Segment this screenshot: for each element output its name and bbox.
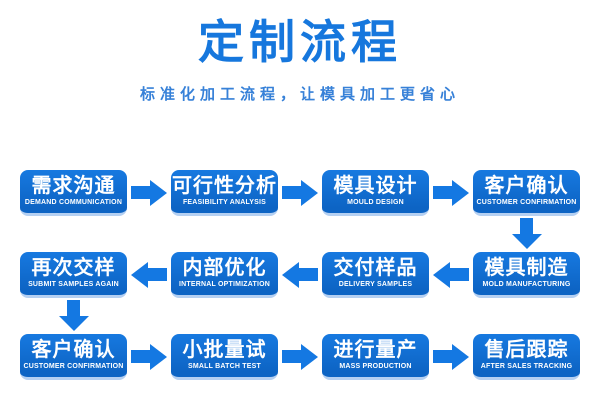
arrow-left-icon — [131, 261, 167, 288]
flow-step-demand-communication: 需求沟通 DEMAND COMMUNICATION — [20, 169, 127, 216]
arrow-down-icon — [58, 300, 89, 332]
flow-step-title: 客户确认 — [31, 339, 116, 362]
flow-step-title: 可行性分析 — [172, 175, 277, 198]
flow-step-caption: FEASIBILITY ANALYSIS — [182, 199, 267, 207]
flow-step-title: 模具制造 — [484, 257, 569, 280]
flow-step-caption: DELIVERY SAMPLES — [338, 281, 413, 289]
arrow-left-icon — [282, 261, 318, 288]
flow-step-title: 需求沟通 — [31, 175, 116, 198]
flow-step-title: 模具设计 — [333, 175, 418, 198]
flow-step-mould-design: 模具设计 MOULD DESIGN — [322, 169, 429, 216]
flow-step-title: 进行量产 — [333, 339, 418, 362]
flow-step-title: 交付样品 — [333, 257, 418, 280]
arrow-left-icon — [433, 261, 469, 288]
flow-step-internal-optimization: 内部优化 INTERNAL OPTIMIZATION — [171, 251, 278, 298]
flow-step-customer-confirmation-2: 客户确认 CUSTOMER CONFIRMATION — [20, 333, 127, 380]
flow-row-2: 再次交样 SUBMIT SAMPLES AGAIN 内部优化 INTERNAL … — [0, 251, 600, 298]
flow-step-caption: SMALL BATCH TEST — [188, 363, 261, 371]
flow-step-caption: AFTER SALES TRACKING — [480, 363, 573, 371]
arrow-right-icon — [433, 343, 469, 370]
flow-step-title: 客户确认 — [484, 175, 569, 198]
arrow-right-icon — [131, 343, 167, 370]
arrow-right-icon — [282, 343, 318, 370]
flow-step-caption: SUBMIT SAMPLES AGAIN — [28, 281, 119, 289]
flow-step-customer-confirmation-1: 客户确认 CUSTOMER CONFIRMATION — [473, 169, 580, 216]
flow-step-title: 售后跟踪 — [484, 339, 569, 362]
arrow-right-icon — [282, 179, 318, 206]
flow-step-caption: INTERNAL OPTIMIZATION — [178, 281, 271, 289]
connector-row-2 — [0, 298, 600, 334]
flow-step-title: 再次交样 — [31, 257, 116, 280]
flowchart: 需求沟通 DEMAND COMMUNICATION 可行性分析 FEASIBIL… — [0, 169, 600, 380]
arrow-right-icon — [433, 179, 469, 206]
arrow-right-icon — [131, 179, 167, 206]
page-title: 定制流程 — [198, 16, 402, 68]
page-subtitle: 标准化加工流程，让模具加工更省心 — [139, 85, 460, 103]
flow-step-small-batch-test: 小批量试 SMALL BATCH TEST — [171, 333, 278, 380]
flow-step-caption: MOULD DESIGN — [347, 199, 404, 207]
flow-step-after-sales-tracking: 售后跟踪 AFTER SALES TRACKING — [473, 333, 580, 380]
flow-step-submit-samples-again: 再次交样 SUBMIT SAMPLES AGAIN — [20, 251, 127, 298]
arrow-down-icon — [511, 218, 542, 250]
flow-step-title: 内部优化 — [182, 257, 267, 280]
flow-step-caption: CUSTOMER CONFIRMATION — [476, 199, 577, 207]
flow-row-1: 需求沟通 DEMAND COMMUNICATION 可行性分析 FEASIBIL… — [0, 169, 600, 216]
flow-step-mass-production: 进行量产 MASS PRODUCTION — [322, 333, 429, 380]
flow-step-caption: MOLD MANUFACTURING — [482, 281, 571, 289]
flow-step-caption: MASS PRODUCTION — [339, 363, 412, 371]
flow-step-mold-manufacturing: 模具制造 MOLD MANUFACTURING — [473, 251, 580, 298]
flow-step-caption: CUSTOMER CONFIRMATION — [23, 363, 124, 371]
connector-row-1 — [0, 216, 600, 252]
flow-step-title: 小批量试 — [182, 339, 267, 362]
flow-step-caption: DEMAND COMMUNICATION — [24, 199, 123, 207]
flow-step-feasibility-analysis: 可行性分析 FEASIBILITY ANALYSIS — [171, 169, 278, 216]
flow-step-delivery-samples: 交付样品 DELIVERY SAMPLES — [322, 251, 429, 298]
flow-row-3: 客户确认 CUSTOMER CONFIRMATION 小批量试 SMALL BA… — [0, 333, 600, 380]
